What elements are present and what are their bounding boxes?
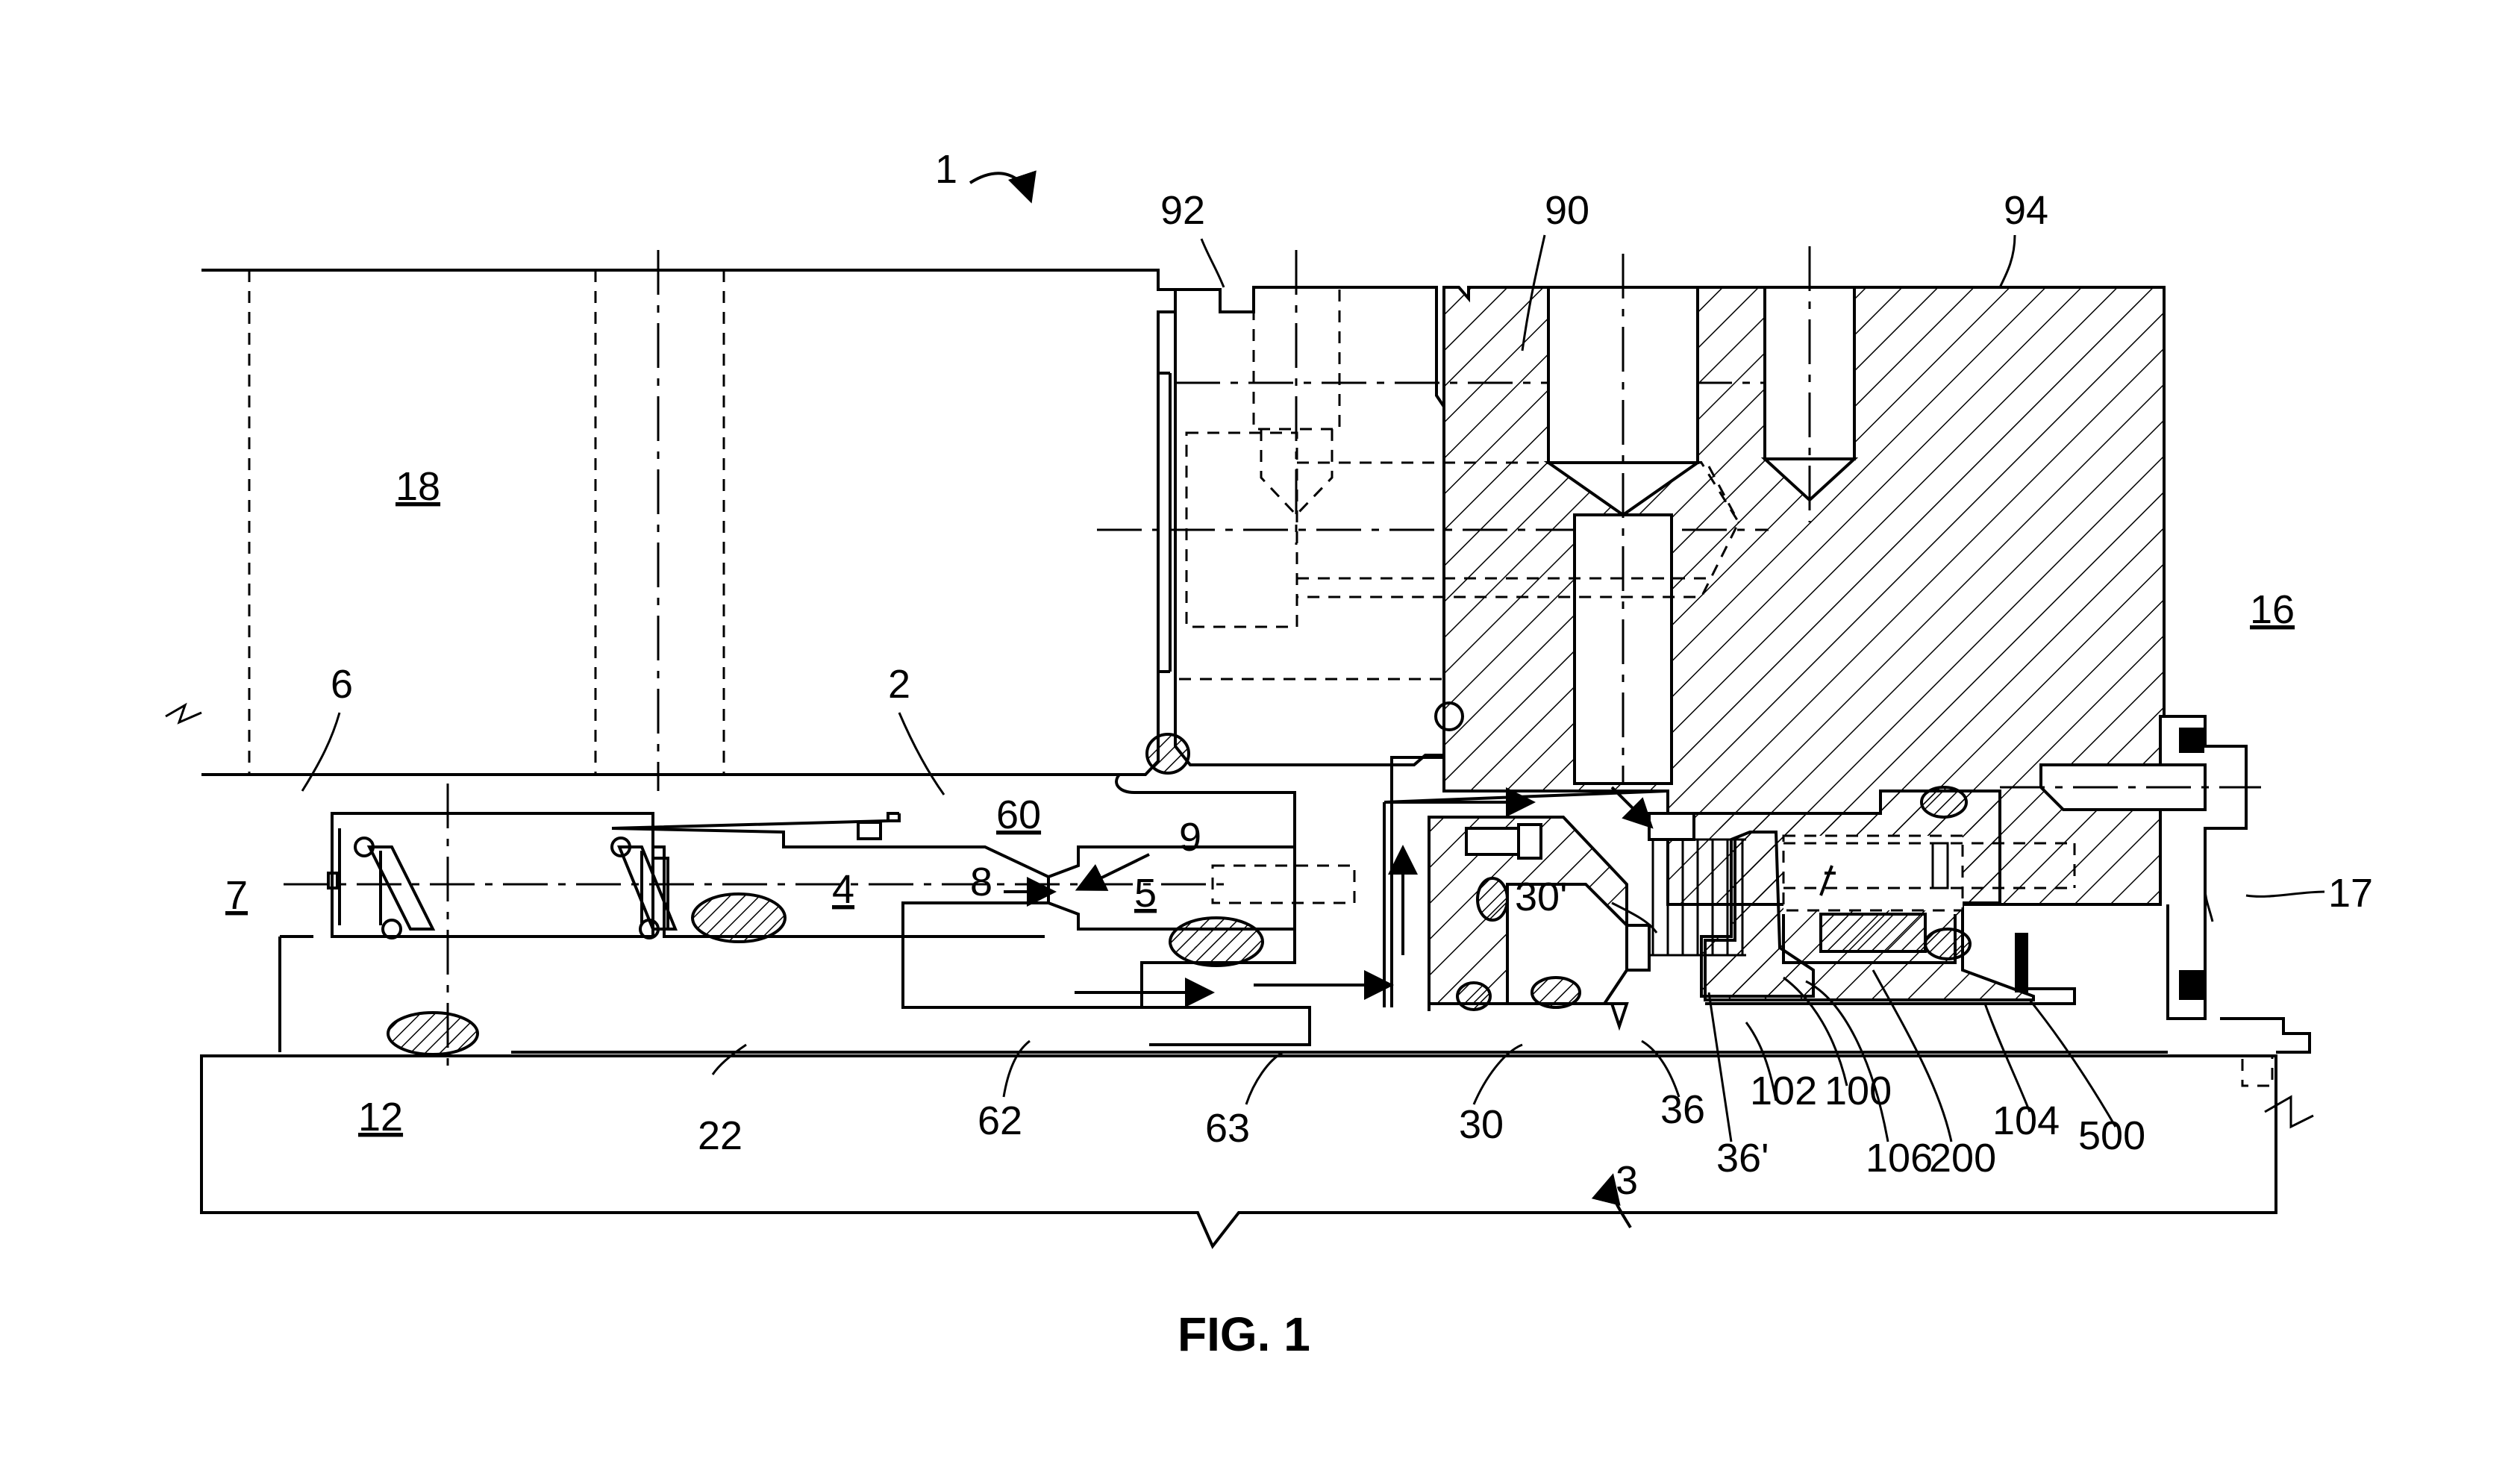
label-12: 12 [358,1095,403,1139]
housing-18 [165,250,1177,791]
label-6: 6 [331,662,353,707]
part-5 [1048,845,1356,931]
label-18: 18 [395,464,440,509]
label-94: 94 [2004,188,2048,233]
label-4: 4 [832,867,854,912]
label-8: 8 [970,860,992,904]
gland-94 [1297,246,2261,1020]
label-60: 60 [996,792,1041,837]
label-100: 100 [1825,1069,1892,1113]
label-500: 500 [2078,1113,2145,1158]
label-36-prime: 36' [1716,1136,1769,1181]
label-22: 22 [698,1113,742,1158]
label-16: 16 [2250,587,2295,632]
label-17: 17 [2328,871,2373,916]
label-62: 62 [978,1098,1022,1143]
label-36: 36 [1660,1087,1705,1132]
label-63: 63 [1205,1106,1250,1151]
reference-labels: 1 92 90 94 18 16 6 2 60 9 8 5 4 7 30' 17… [225,147,2373,1203]
label-2: 2 [888,662,910,707]
label-1: 1 [935,147,957,192]
leader-lines [301,234,2325,1142]
figure-caption: FIG. 1 [1178,1307,1310,1361]
label-200: 200 [1929,1136,1996,1181]
label-104: 104 [1992,1098,2060,1143]
label-30: 30 [1459,1102,1504,1147]
label-3: 3 [1616,1158,1638,1203]
label-9: 9 [1179,815,1201,860]
label-90: 90 [1545,188,1589,233]
shaft-12 [200,1017,2314,1249]
o-rings [387,733,1972,1056]
flow-arrows [969,170,1654,1229]
label-106: 106 [1866,1136,1933,1181]
label-92: 92 [1160,188,1205,233]
label-30-prime: 30' [1515,875,1567,919]
label-102: 102 [1750,1069,1817,1113]
label-7: 7 [225,873,248,918]
seal-assembly-3 [1428,790,2076,1031]
label-5: 5 [1134,871,1157,916]
